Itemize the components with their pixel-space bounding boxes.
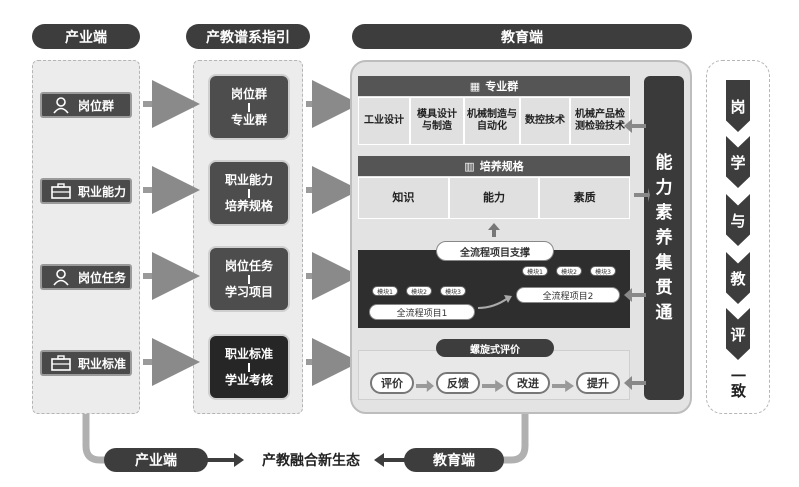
- mapping-item: 岗位任务学习项目: [208, 246, 290, 312]
- professional-group-header: ▦ 专业群: [358, 76, 630, 96]
- spec-row: 知识能力素质: [358, 177, 631, 219]
- evaluation-step: 反馈: [436, 372, 480, 394]
- evaluation-arrow-icon: [552, 377, 574, 392]
- alignment-char: 与: [730, 211, 746, 230]
- header-mapping: 产教谱系指引: [186, 24, 310, 49]
- evaluation-step: 提升: [576, 372, 620, 394]
- mapping-item: 岗位群专业群: [208, 74, 290, 140]
- major-cell: 工业设计: [358, 97, 410, 145]
- industry-item: 岗位群: [40, 92, 132, 118]
- module-tag: 模块1: [522, 266, 548, 276]
- mapping-divider: [248, 102, 250, 112]
- left-arrows: [624, 119, 650, 390]
- mapping-divider: [248, 188, 250, 198]
- alignment-chevron: 一致: [726, 362, 750, 404]
- vertical-char: 养: [655, 227, 673, 248]
- industry-item: 职业能力: [40, 178, 132, 204]
- bottom-ecosystem: 产教融合新生态: [262, 453, 360, 469]
- mapping-item-bottom: 学习项目: [224, 284, 273, 299]
- person-icon: [50, 268, 72, 286]
- alignment-char: 评: [730, 325, 746, 344]
- spec-cell: 知识: [358, 177, 449, 219]
- evaluation-arrow-icon: [416, 377, 434, 392]
- mapping-item: 职业能力培养规格: [208, 160, 290, 226]
- module-tag: 模块1: [372, 286, 398, 296]
- evaluation-step: 改进: [506, 372, 550, 394]
- project-support-title: 全流程项目支撑: [436, 241, 554, 261]
- module-tag: 模块2: [556, 266, 582, 276]
- module-tag: 模块3: [440, 286, 466, 296]
- project-arrow-icon: [477, 295, 512, 309]
- bottom-industry: 产业端: [104, 448, 208, 472]
- book-icon: ▥: [464, 159, 475, 173]
- vertical-char: 集: [655, 252, 673, 273]
- module-tag: 模块2: [406, 286, 432, 296]
- industry-item-label: 岗位群: [78, 98, 115, 113]
- industry-item-label: 岗位任务: [78, 270, 127, 285]
- training-spec-header: ▥ 培养规格: [358, 156, 630, 176]
- loop-right: [488, 414, 529, 464]
- industry-item: 岗位任务: [40, 264, 132, 290]
- mapping-divider: [248, 274, 250, 284]
- industry-item: 职业标准: [40, 350, 132, 376]
- industry-item-label: 职业标准: [78, 356, 127, 371]
- briefcase-icon: [50, 354, 72, 372]
- bottom-left-arrow-icon: [374, 453, 406, 467]
- evaluation-arrow-icon: [482, 377, 504, 392]
- alignment-chevron: 岗: [726, 80, 750, 132]
- alignment-char: 一致: [729, 368, 747, 398]
- building-icon: ▦: [469, 79, 481, 93]
- alignment-char: 学: [730, 153, 746, 172]
- alignment-char: 岗: [730, 97, 746, 116]
- evaluation-step: 评价: [370, 372, 414, 394]
- project-2: 全流程项目2: [516, 287, 620, 303]
- vertical-char: 贯: [655, 277, 673, 298]
- briefcase-icon: [50, 182, 72, 200]
- person-icon: [50, 96, 72, 114]
- mapping-item: 职业标准学业考核: [208, 334, 290, 400]
- vertical-char: 能: [655, 152, 673, 173]
- loop-left: [82, 414, 110, 464]
- mapping-divider: [248, 362, 250, 372]
- spec-cell: 素质: [539, 177, 631, 219]
- major-cell: 模具设计与制造: [410, 97, 464, 145]
- mapping-item-top: 职业标准: [224, 346, 273, 361]
- alignment-char: 教: [730, 269, 746, 288]
- major-cell: 机械制造与自动化: [464, 97, 520, 145]
- major-cell: 机械产品检测检验技术: [570, 97, 630, 145]
- industry-item-label: 职业能力: [78, 184, 127, 199]
- bottom-education: 教育端: [404, 448, 504, 472]
- evaluation-title: 螺旋式评价: [436, 339, 554, 357]
- bottom-right-arrow-icon: [206, 453, 244, 467]
- vertical-char: 素: [655, 202, 673, 223]
- header-industry: 产业端: [32, 24, 140, 49]
- capability-through-label: 能力素养集贯通: [644, 76, 684, 400]
- alignment-chevron: 评: [726, 308, 750, 360]
- mapping-item-bottom: 专业群: [230, 112, 267, 127]
- module-tag: 模块3: [590, 266, 616, 276]
- vertical-char: 力: [655, 177, 673, 198]
- mapping-item-bottom: 培养规格: [224, 198, 273, 213]
- up-arrow-icon: [488, 223, 500, 237]
- vertical-char: 通: [655, 302, 673, 323]
- mapping-item-bottom: 学业考核: [224, 372, 273, 387]
- spec-cell: 能力: [448, 177, 540, 219]
- mapping-item-top: 职业能力: [224, 172, 273, 187]
- mapping-item-top: 岗位群: [230, 86, 267, 101]
- majors-row: 工业设计模具设计与制造机械制造与自动化数控技术机械产品检测检验技术: [358, 97, 630, 145]
- mapping-item-top: 岗位任务: [224, 258, 273, 273]
- major-cell: 数控技术: [520, 97, 570, 145]
- project-1: 全流程项目1: [369, 304, 475, 320]
- header-education: 教育端: [352, 24, 692, 49]
